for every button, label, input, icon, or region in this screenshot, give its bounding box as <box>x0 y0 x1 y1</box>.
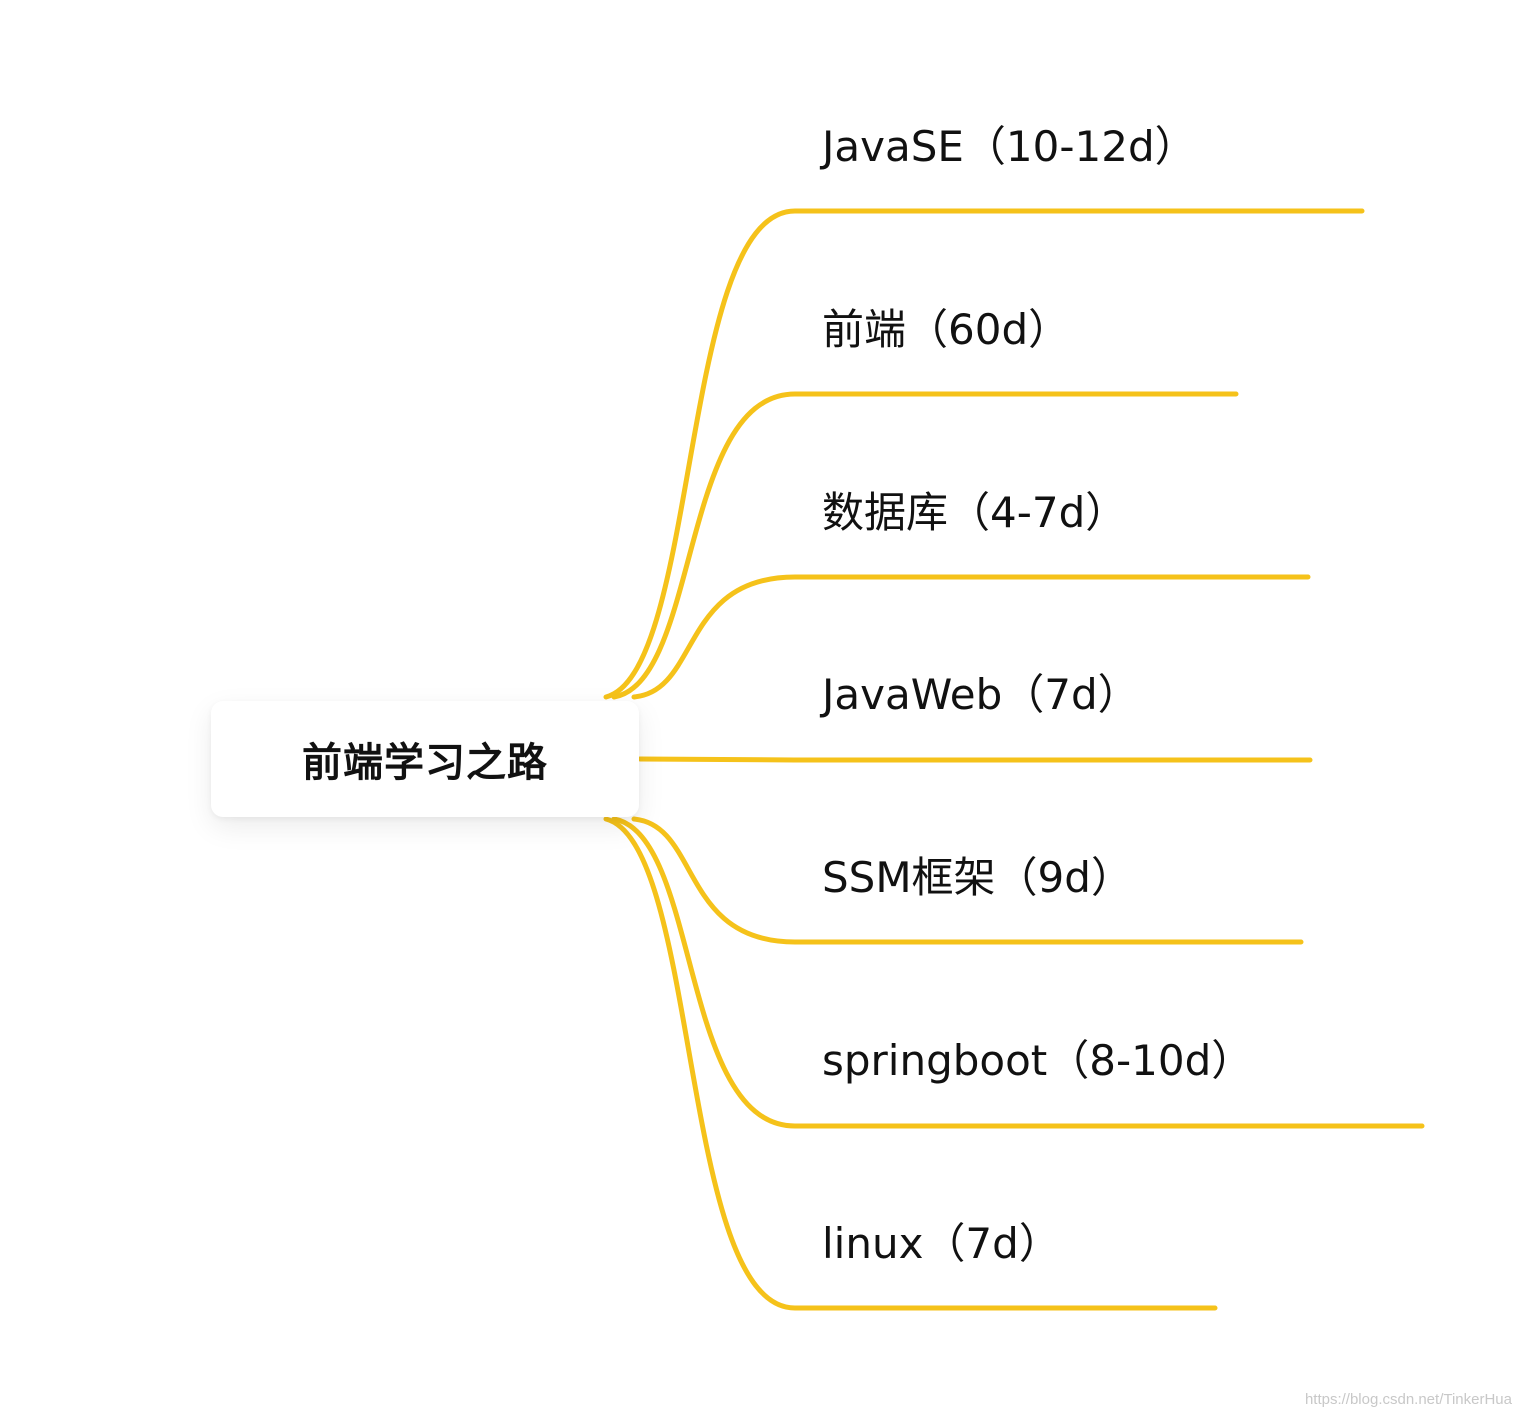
connector-javase <box>603 208 1365 700</box>
connector-ssm <box>631 816 1304 945</box>
connector-frontend <box>611 391 1239 700</box>
connector-database <box>631 574 1311 700</box>
root-node-label: 前端学习之路 <box>302 740 548 786</box>
connector-linux <box>603 816 1218 1311</box>
branch-label-linux[interactable]: linux（7d） <box>822 1219 1061 1268</box>
branch-label-javase[interactable]: JavaSE（10-12d） <box>822 122 1197 171</box>
connector-javaweb <box>637 756 1313 763</box>
root-node[interactable]: 前端学习之路 <box>211 701 639 817</box>
branch-label-frontend[interactable]: 前端（60d） <box>822 305 1071 354</box>
watermark: https://blog.csdn.net/TinkerHua <box>1304 1391 1512 1408</box>
branch-label-database[interactable]: 数据库（4-7d） <box>822 488 1128 537</box>
branch-label-ssm[interactable]: SSM框架（9d） <box>822 853 1133 902</box>
connector-springboot <box>611 816 1425 1129</box>
branch-label-javaweb[interactable]: JavaWeb（7d） <box>822 670 1140 719</box>
branch-label-springboot[interactable]: springboot（8-10d） <box>822 1036 1254 1085</box>
